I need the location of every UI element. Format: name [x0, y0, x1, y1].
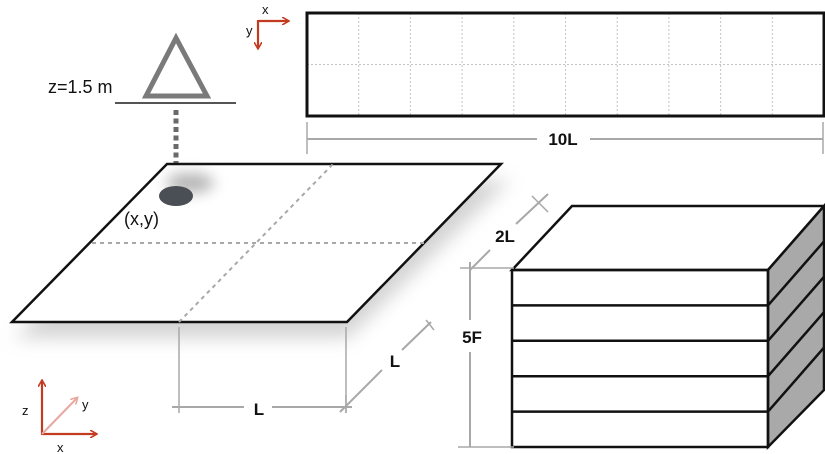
building: [509, 202, 825, 451]
bottom-axis-y-label: y: [82, 397, 89, 412]
floor-dividers: [512, 240, 825, 413]
floor-divider-side: [767, 346, 825, 413]
floor-divider-side: [767, 240, 825, 307]
dim-2L-tick-high: [531, 195, 549, 213]
top-axis-y-label: y: [246, 23, 253, 38]
dim-Lr-line-low: [339, 369, 383, 413]
dim-Lr-label: L: [390, 352, 400, 371]
floor-divider-side: [767, 311, 825, 378]
dim-Lf-label: L: [254, 400, 264, 419]
building-front-face: [510, 268, 770, 449]
bottom-axes: z y x: [22, 381, 96, 454]
floor-divider-side: [767, 275, 825, 342]
bottom-axis-z-label: z: [22, 403, 29, 418]
floor-tile: (x,y): [9, 162, 510, 338]
point-label: (x,y): [124, 209, 159, 229]
dim-2L-label: 2L: [495, 227, 515, 246]
dim-Lr-line-high: [401, 321, 432, 351]
dim-2L-line-low: [469, 249, 491, 271]
dim-Lr-tick-high: [425, 319, 435, 331]
sensor-height-label: z=1.5 m: [48, 77, 113, 97]
ellipse-marker-icon: [159, 186, 193, 206]
dimension-L-right: L: [339, 319, 435, 413]
dim-5F-label: 5F: [462, 328, 482, 347]
floor-tile-surface: [9, 162, 504, 324]
plan-grid-outline: [305, 11, 825, 118]
plan-grid-lines: [307, 13, 824, 116]
bottom-axis-y-arrow: [41, 398, 77, 435]
plan-grid: [305, 11, 825, 118]
dimension-L-front: L: [172, 327, 352, 419]
top-axis-x-label: x: [262, 2, 269, 17]
top-axes: x y: [246, 2, 288, 48]
bottom-axis-x-label: x: [57, 440, 64, 454]
dimension-10L: 10L: [306, 122, 824, 154]
dim-2L-line-high: [515, 193, 549, 225]
sensor: z=1.5 m: [48, 32, 236, 188]
dim-10L-label: 10L: [548, 130, 577, 149]
triangle-sensor-icon: [141, 32, 212, 99]
dimension-5F: 5F: [458, 262, 514, 448]
